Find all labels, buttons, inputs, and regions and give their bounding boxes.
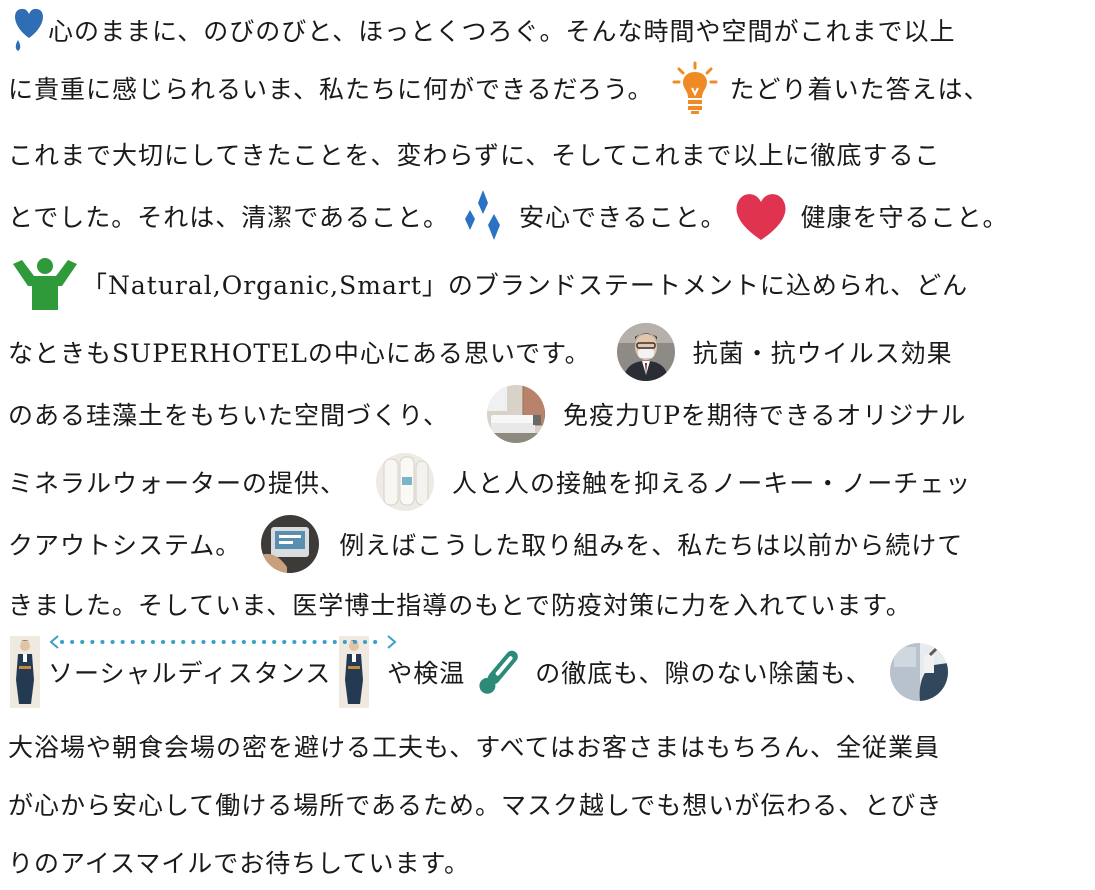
- text-line-6: なときもSUPERHOTELの中心にある思いです。 抗菌・抗ウイルス効果: [8, 323, 953, 381]
- staff-standing-icon-2: [339, 636, 370, 708]
- text-line-11c: の徹底も、隙のない除菌も、: [535, 659, 872, 688]
- text-line-1-content: 心のままに、のびのびと、ほっとくつろぐ。そんな時間や空間がこれまで以上: [48, 17, 956, 46]
- staff-standing-icon: [10, 636, 40, 708]
- text-line-7b: 免疫力UPを期待できるオリジナル: [563, 401, 967, 430]
- text-line-6a: なときもSUPERHOTELの中心にある思いです。: [8, 339, 591, 368]
- social-distance-label: ソーシャルディスタンス: [48, 635, 397, 690]
- text-line-9a: クアウトシステム。: [8, 531, 242, 560]
- text-line-14: りのアイスマイルでお待ちしています。: [8, 834, 470, 890]
- text-line-3: これまで大切にしてきたことを、変わらずに、そしてこれまで以上に徹底するこ: [8, 126, 941, 182]
- text-line-9b: 例えばこうした取り組みを、私たちは以前から続けて: [339, 531, 964, 560]
- text-line-2a: に貴重に感じられるいま、私たちに何ができるだろう。: [8, 75, 654, 104]
- staff-photo: [616, 323, 675, 381]
- thermometer-icon: [479, 650, 519, 694]
- text-line-12: 大浴場や朝食会場の密を避ける工夫も、すべてはお客さまはもちろん、全従業員: [8, 718, 940, 774]
- hotel-room-photo: [487, 385, 546, 443]
- disinfection-photo: [889, 643, 948, 701]
- text-line-8a: ミネラルウォーターの提供、: [8, 469, 347, 498]
- text-line-8: ミネラルウォーターの提供、 人と人の接触を抑えるノーキー・ノーチェッ: [8, 453, 972, 511]
- text-line-4c: 健康を守ること。: [800, 203, 1009, 232]
- sparkle-diamond-icon: [465, 190, 501, 240]
- checkout-machine-photo: [261, 515, 320, 573]
- text-line-4b: 安心できること。: [519, 203, 727, 232]
- social-distance-text: ソーシャルディスタンス: [48, 659, 332, 688]
- text-line-12-content: 大浴場や朝食会場の密を避ける工夫も、すべてはお客さまはもちろん、全従業員: [8, 733, 941, 762]
- text-line-1: 心のままに、のびのびと、ほっとくつろぐ。そんな時間や空間がこれまで以上: [10, 2, 956, 58]
- water-drop-heart-icon: [15, 8, 43, 51]
- text-line-3-content: これまで大切にしてきたことを、変わらずに、そしてこれまで以上に徹底するこ: [8, 141, 941, 170]
- lightbulb-icon: [672, 61, 718, 114]
- text-line-10: きました。そしていま、医学博士指導のもとで防疫対策に力を入れています。: [8, 576, 912, 632]
- text-line-2: に貴重に感じられるいま、私たちに何ができるだろう。 たどり着いた答えは、: [8, 60, 990, 116]
- water-bottles-photo: [376, 453, 435, 511]
- text-line-8b: 人と人の接触を抑えるノーキー・ノーチェッ: [452, 469, 972, 498]
- text-line-2b: たどり着いた答えは、: [729, 75, 990, 104]
- text-line-6b: 抗菌・抗ウイルス効果: [692, 339, 953, 368]
- text-line-10-content: きました。そしていま、医学博士指導のもとで防疫対策に力を入れています。: [8, 591, 912, 620]
- text-line-5: 「Natural,Organic,Smart」のブランドステートメントに込められ…: [8, 256, 968, 312]
- text-line-11b: や検温: [387, 659, 466, 688]
- text-line-5-content: 「Natural,Organic,Smart」のブランドステートメントに込められ…: [82, 271, 969, 300]
- distance-arrow-icon: [49, 635, 397, 649]
- text-line-13: が心から安心して働ける場所であるため。マスク越しでも想いが伝わる、とびき: [8, 776, 942, 832]
- text-line-7: のある珪藻土をもちいた空間づくり、 免疫力UPを期待できるオリジナル: [8, 385, 967, 443]
- text-line-14-content: りのアイスマイルでお待ちしています。: [8, 849, 471, 878]
- text-line-4: とでした。それは、清潔であること。 安心できること。 健康を守ること。: [8, 188, 1009, 244]
- text-line-7a: のある珪藻土をもちいた空間づくり、: [8, 401, 450, 430]
- text-line-4a: とでした。それは、清潔であること。: [8, 203, 450, 232]
- text-line-11: ソーシャルディスタンス や検温 の徹底も、隙のない除菌も、: [10, 632, 956, 712]
- person-cheering-icon: [13, 258, 77, 310]
- heart-icon: [736, 194, 786, 240]
- text-line-13-content: が心から安心して働ける場所であるため。マスク越しでも想いが伝わる、とびき: [8, 791, 943, 820]
- text-line-9: クアウトシステム。 例えばこうした取り組みを、私たちは以前から続けて: [8, 515, 964, 573]
